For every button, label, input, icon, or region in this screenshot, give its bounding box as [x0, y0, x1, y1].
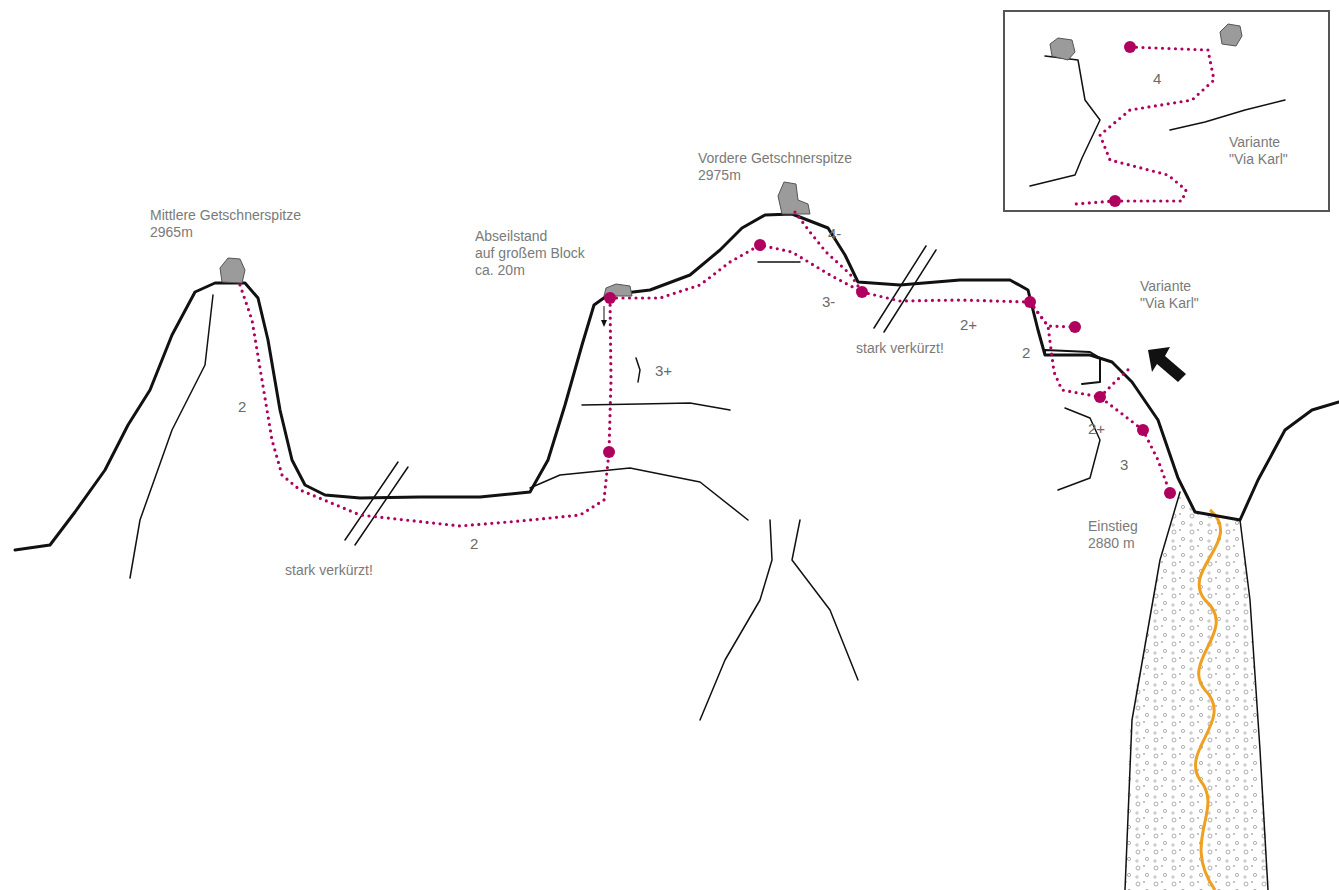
text-line: Einstieg: [1088, 518, 1138, 535]
text-line: 2965m: [150, 224, 301, 241]
text-line: 2975m: [698, 167, 852, 184]
grade-label: 2+: [1088, 420, 1105, 438]
climbing-route: [240, 285, 611, 526]
text-line: "Via Karl": [1140, 295, 1199, 312]
belay-dot: [1164, 487, 1176, 499]
text-line: Mittlere Getschnerspitze: [150, 207, 301, 224]
belay-dot: [604, 292, 616, 304]
rock-line: [582, 403, 730, 410]
rock-line: [700, 520, 772, 720]
climbing-route: [862, 292, 1170, 493]
belay-dot: [1069, 321, 1081, 333]
gully-edge: [1240, 520, 1268, 890]
summit-rock: [1220, 24, 1242, 46]
text-line: "Via Karl": [1229, 151, 1288, 168]
belay-dot: [754, 239, 766, 251]
belay-dot: [1124, 41, 1136, 53]
grade-label: 2: [470, 535, 478, 553]
text-line: Variante: [1229, 134, 1288, 151]
climbing-route: [1075, 47, 1214, 204]
ridge-line: [15, 214, 1339, 550]
belay-dot: [1024, 296, 1036, 308]
belay-dot: [1094, 391, 1106, 403]
text-line: auf großem Block: [475, 245, 585, 262]
rock-line: [530, 468, 748, 520]
summit-rock: [220, 258, 245, 283]
grade-label: 2+: [960, 316, 977, 334]
rock-line: [792, 520, 858, 680]
grade-label: 3-: [822, 293, 835, 311]
grade-label: 2: [1022, 344, 1030, 362]
break-mark: [884, 250, 936, 332]
climbing-route: [1100, 366, 1132, 397]
break-mark: [355, 467, 408, 545]
summit-rock: [1050, 38, 1075, 60]
variant-arrow: [1148, 347, 1186, 382]
belay-dot: [856, 286, 868, 298]
rappel-arrow: [601, 320, 607, 327]
rock-line: [130, 295, 213, 578]
topo-label: Einstieg 2880 m: [1088, 518, 1138, 552]
climbing-route: [1030, 302, 1075, 327]
variant-inset-box: 4Variante "Via Karl": [1003, 10, 1330, 212]
climbing-route: [795, 212, 862, 292]
topo-label: stark verkürzt!: [285, 562, 373, 579]
climbing-route: [610, 245, 862, 298]
approach-path: [1196, 510, 1221, 890]
grade-label: 4: [1153, 70, 1161, 88]
belay-dot: [1137, 424, 1149, 436]
topo-label: stark verkürzt!: [856, 340, 944, 357]
topo-label: Variante "Via Karl": [1140, 278, 1199, 312]
rock-line: [1170, 100, 1285, 130]
grade-label: 2: [238, 398, 246, 416]
topo-label: Abseilstand auf großem Block ca. 20m: [475, 228, 585, 278]
break-mark: [874, 246, 926, 328]
rock-line: [1030, 56, 1100, 186]
text-line: Abseilstand: [475, 228, 585, 245]
grade-label: 3: [1120, 456, 1128, 474]
variant-label: Variante "Via Karl": [1229, 134, 1288, 168]
topo-label: Vordere Getschnerspitze 2975m: [698, 150, 852, 184]
text-line: ca. 20m: [475, 262, 585, 279]
rock-line: [758, 261, 800, 263]
grade-label: 3+: [655, 362, 672, 380]
summit-rock: [778, 182, 810, 214]
rock-line: [636, 358, 640, 382]
belay-dot: [1109, 195, 1121, 207]
grade-label: 4-: [828, 225, 841, 243]
break-mark: [345, 462, 398, 540]
gully-edge: [1125, 492, 1180, 890]
text-line: 2880 m: [1088, 535, 1138, 552]
topo-label: Mittlere Getschnerspitze 2965m: [150, 207, 301, 241]
scree-gully: [1125, 495, 1270, 890]
text-line: Variante: [1140, 278, 1199, 295]
text-line: Vordere Getschnerspitze: [698, 150, 852, 167]
belay-dot: [603, 446, 615, 458]
